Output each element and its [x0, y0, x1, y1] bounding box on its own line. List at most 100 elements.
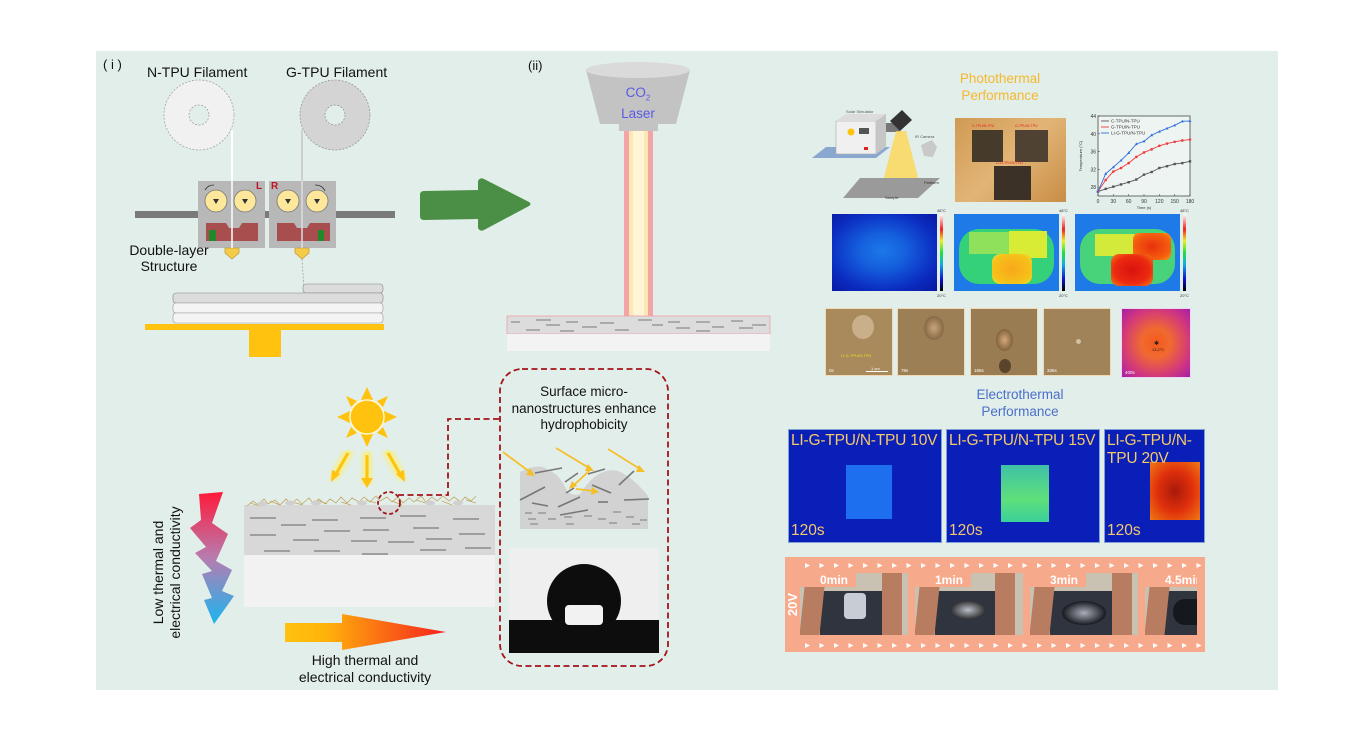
data-point — [1150, 133, 1154, 137]
printed-layers — [172, 283, 384, 324]
sprocket-icon — [1109, 563, 1115, 568]
sprocket-icon — [1196, 563, 1202, 568]
x-tick-label: 30 — [1111, 199, 1117, 205]
sprocket-icon — [1008, 643, 1013, 648]
sprocket-icon — [906, 643, 912, 648]
hydrophobicity-caption-line3: hydrophobicity — [540, 417, 628, 432]
sprocket-icon — [1182, 643, 1187, 648]
x-tick-label: 180 — [1186, 199, 1195, 205]
process-arrow-icon — [420, 178, 531, 231]
sprocket-icon — [1066, 563, 1071, 568]
sprocket-icon — [834, 643, 839, 648]
sprocket-icon — [1153, 563, 1158, 568]
sprocket-icon — [1066, 643, 1071, 648]
colorbar-max-0: 48°C — [937, 208, 946, 213]
colorbar-min-0: 20°C — [937, 293, 946, 298]
droplet-time-1: 78s — [901, 368, 909, 373]
ir-image-15v-label: LI-G-TPU/N-TPU 15V — [949, 432, 1096, 449]
legend-label: G-TPU/N-TPU — [1111, 125, 1140, 130]
y-tick-label: 28 — [1090, 185, 1096, 191]
panel-ii-label: (ii) — [528, 58, 543, 73]
data-point — [1158, 144, 1161, 148]
data-point — [1173, 162, 1176, 166]
film-frame-0: 0min — [800, 573, 908, 635]
y-tick-label: 36 — [1090, 150, 1096, 156]
sprocket-icon — [1095, 643, 1100, 648]
colorbar-2 — [1183, 214, 1186, 291]
sprocket-icon — [993, 643, 999, 648]
hydrophobicity-caption: Surface micro- nanostructures enhance hy… — [500, 384, 668, 434]
ir-camera-icon — [921, 140, 937, 157]
scale-bar — [866, 371, 888, 372]
double-layer-label-line2: Structure — [140, 258, 198, 274]
legend-label: C-TPU/N-TPU — [1111, 119, 1140, 124]
sprocket-icon — [1008, 563, 1013, 568]
film-frame-2: 3min — [1030, 573, 1138, 635]
sprocket-icon — [1196, 643, 1202, 648]
data-point — [1165, 126, 1169, 130]
y-axis-label: Temperature (°C) — [1078, 140, 1083, 171]
sprocket-icon — [834, 563, 839, 568]
scale-bar-label: 1 cm — [871, 366, 880, 371]
sprocket-icon — [921, 563, 926, 568]
sprocket-icon — [1138, 563, 1144, 568]
data-point — [1150, 148, 1153, 151]
laser-label-co: CO — [625, 85, 646, 100]
sample-label-c-tpu: C-TPU/N-TPU — [972, 124, 995, 128]
laser-label-subscript: 2 — [645, 93, 651, 103]
electrothermal-title-line1: Electrothermal — [976, 387, 1064, 402]
high-conductivity-label: High thermal and electrical conductivity — [280, 652, 450, 686]
left-print-head — [198, 181, 265, 260]
x-tick-label: 0 — [1097, 199, 1100, 205]
g-tpu-filament-label: G-TPU Filament — [286, 64, 388, 80]
x-axis-label: Time (s) — [1137, 205, 1152, 210]
hydrophobicity-caption-line2: nanostructures enhance — [511, 400, 657, 416]
sprocket-icon — [1182, 563, 1187, 568]
zoom-callout-circle — [377, 491, 401, 515]
sprocket-icon — [877, 563, 883, 568]
double-layer-label-line1: Double-layer — [129, 242, 209, 258]
droplet-time-2: 165s — [974, 368, 984, 373]
n-tpu-filament-label: N-TPU Filament — [147, 64, 248, 80]
sprocket-icon — [819, 563, 825, 568]
sample-label-g-tpu: G-TPU/N-TPU — [1015, 124, 1038, 128]
data-point — [1112, 185, 1115, 188]
data-point — [1165, 165, 1169, 168]
colorbar-min-2: 20°C — [1180, 293, 1189, 298]
li-g-tpu-layer — [244, 495, 495, 607]
data-point — [1127, 181, 1130, 184]
data-point — [1096, 189, 1100, 193]
laser-beam — [624, 131, 653, 317]
film-sprockets — [805, 563, 1202, 648]
sprocket-icon — [993, 563, 999, 568]
data-point — [1173, 123, 1177, 127]
data-point — [1181, 161, 1184, 165]
hydrophobicity-caption-line1: Surface micro- — [540, 384, 628, 399]
co2-laser-label: CO2 Laser — [606, 85, 670, 121]
data-point — [1111, 165, 1115, 169]
data-point — [1112, 170, 1115, 173]
right-print-head — [269, 181, 336, 260]
laser-label-line2: Laser — [621, 105, 655, 121]
thermal-image-1 — [954, 214, 1059, 291]
thermal-image-2 — [1075, 214, 1180, 291]
sprocket-icon — [848, 563, 854, 568]
data-point — [1181, 139, 1184, 142]
panel-i-label: ( i ) — [103, 57, 122, 72]
sample-g-tpu — [1015, 130, 1048, 162]
sprocket-icon — [979, 563, 984, 568]
film-frame-0-time: 0min — [800, 573, 857, 587]
sample-label: Sample — [885, 195, 899, 200]
droplet-frame-ir: ✱ 13.2°C 400s — [1121, 308, 1191, 378]
y-tick-label: 32 — [1090, 167, 1096, 173]
light-cone — [882, 131, 920, 185]
film-frame-1: 1min — [915, 573, 1023, 635]
x-tick-label: 60 — [1126, 199, 1132, 205]
ir-image-20v: LI-G-TPU/N-TPU 20V 120s — [1104, 429, 1205, 543]
photothermal-title-line1: Photothermal — [959, 71, 1041, 86]
sprocket-icon — [1080, 563, 1086, 568]
sprocket-icon — [935, 643, 941, 648]
ir-camera-label: IR Camera — [915, 134, 935, 139]
